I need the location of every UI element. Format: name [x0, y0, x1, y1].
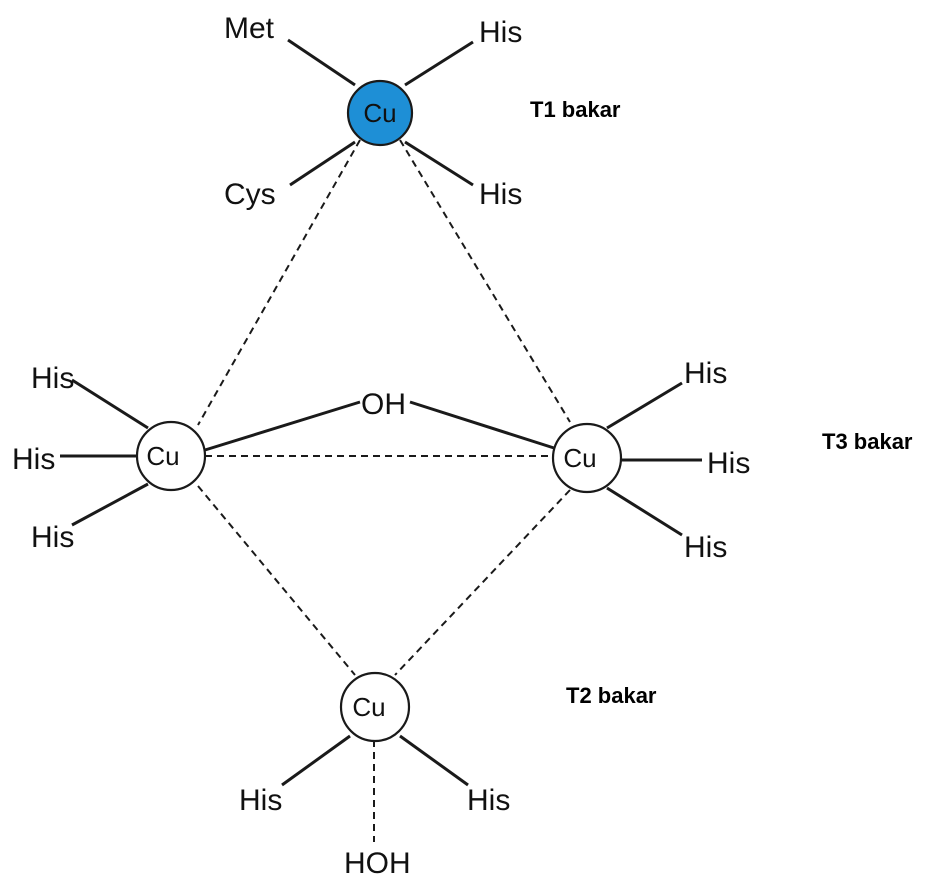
t3-left-copper-symbol: Cu — [146, 441, 179, 471]
t3-right-ligand-his-bottom: His — [684, 531, 727, 564]
t3-right-copper-symbol: Cu — [563, 443, 596, 473]
t2-site-label: T2 bakar — [566, 683, 657, 708]
oh-bridge-label: OH — [361, 388, 406, 421]
t1-ligand-his-bottom: His — [479, 178, 522, 211]
t3-right-ligand-his-mid: His — [707, 447, 750, 480]
t2-copper-symbol: Cu — [352, 692, 385, 722]
t2-ligand-hoh: HOH — [344, 847, 411, 880]
bond-t2-his-right — [399, 734, 469, 787]
bond-t2-his-left — [281, 734, 351, 787]
t1-copper-atom — [346, 79, 414, 147]
bond-t1-his-top — [404, 40, 474, 87]
t1-ligand-cys: Cys — [224, 178, 276, 211]
t2-ligand-his-left: His — [239, 784, 282, 817]
dash-t3-left-to-t2 — [197, 485, 356, 676]
t3-left-bonds — [60, 378, 149, 527]
t2-copper-atom — [339, 671, 411, 743]
t3-site-label: T3 bakar — [822, 429, 913, 454]
oh-bridge-bonds — [204, 400, 555, 452]
bond-t3-left-his-bottom — [71, 482, 149, 527]
t3-left-ligand-his-mid: His — [12, 443, 55, 476]
bond-oh-left — [204, 400, 361, 452]
bond-t3-left-his-top — [71, 378, 149, 430]
t2-bonds — [281, 734, 469, 787]
t1-bonds — [287, 38, 474, 187]
t1-copper-symbol: Cu — [363, 98, 396, 128]
dash-t3-right-to-t2 — [394, 489, 571, 676]
t3-left-ligand-his-bottom: His — [31, 521, 74, 554]
bond-t3-right-his-bottom — [606, 486, 683, 537]
bond-t1-his-bottom — [404, 140, 474, 187]
t3-right-bonds — [606, 381, 702, 537]
t3-left-ligand-his-top: His — [31, 362, 74, 395]
t1-ligand-his-top: His — [479, 16, 522, 49]
bond-t1-cys — [289, 140, 356, 187]
t3-right-copper-atom — [551, 422, 623, 494]
bond-t3-right-his-top — [606, 381, 683, 430]
t1-site-label: T1 bakar — [530, 97, 621, 122]
t1-ligand-met: Met — [224, 12, 275, 45]
t2-ligand-his-right: His — [467, 784, 510, 817]
dash-t1-to-t3-left — [197, 139, 361, 426]
bond-t1-met — [287, 38, 356, 87]
dashed-connections — [197, 139, 571, 842]
dash-t1-to-t3-right — [399, 139, 571, 423]
t3-right-ligand-his-top: His — [684, 357, 727, 390]
bond-oh-right — [409, 400, 555, 450]
t3-left-copper-atom — [135, 420, 207, 492]
